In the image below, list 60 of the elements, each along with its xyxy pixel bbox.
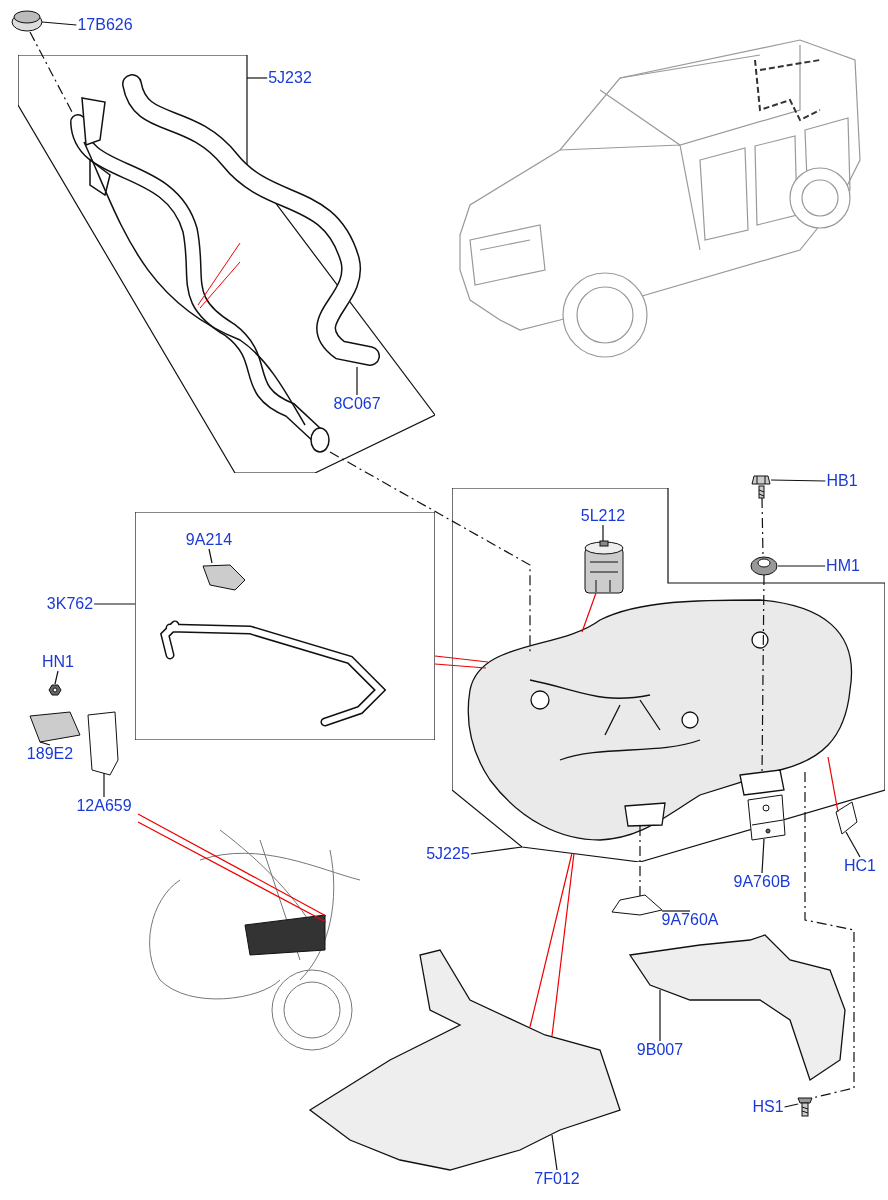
heat-shield-drawing xyxy=(628,933,848,1083)
callout-number: 9B007 xyxy=(635,1041,685,1059)
fuel-pump-drawing xyxy=(583,540,625,595)
leader-line xyxy=(41,21,77,26)
assembly-frame xyxy=(135,512,435,740)
callout-number: 5L212 xyxy=(579,507,627,525)
indicator-line xyxy=(827,756,839,813)
leader-line xyxy=(659,989,661,1042)
callout-number: 7F012 xyxy=(533,1170,581,1188)
indicator-line xyxy=(434,663,487,669)
leader-line xyxy=(551,1134,558,1171)
screw-drawing xyxy=(796,1096,814,1117)
underbody-shield-drawing xyxy=(308,948,624,1172)
leader-line xyxy=(777,565,826,567)
alignment-line xyxy=(804,771,855,1099)
bracket-drawing xyxy=(610,893,664,917)
leader-line xyxy=(845,831,861,858)
callout-number: 9A760B xyxy=(732,873,792,891)
callout-number: 5J225 xyxy=(425,845,471,863)
callout-number: 9A214 xyxy=(184,531,234,549)
leader-line xyxy=(103,772,105,798)
callout-number: 189E2 xyxy=(25,745,75,763)
indicator-line xyxy=(434,655,489,663)
leader-line xyxy=(93,603,136,605)
callout-number: 8C067 xyxy=(332,395,382,413)
clip-drawing xyxy=(834,800,859,836)
leader-line xyxy=(770,479,827,482)
indicator-line xyxy=(551,852,575,1037)
bolt-drawing xyxy=(750,472,772,500)
nut-drawing xyxy=(48,683,62,697)
valve-drawing xyxy=(201,561,247,592)
leader-line xyxy=(39,741,51,746)
alignment-line xyxy=(29,31,73,113)
callout-number: 3K762 xyxy=(45,595,95,613)
leader-line xyxy=(246,77,268,79)
callout-number: HM1 xyxy=(825,557,861,575)
callout-number: HC1 xyxy=(843,857,877,875)
callout-number: HS1 xyxy=(751,1098,785,1116)
leader-line xyxy=(356,366,358,396)
callout-number: HN1 xyxy=(41,653,75,671)
callout-number: 17B626 xyxy=(76,16,134,34)
leader-line xyxy=(661,910,691,912)
callout-number: 5J232 xyxy=(267,69,313,87)
leader-line xyxy=(208,548,213,564)
grommet-drawing xyxy=(749,555,779,577)
leader-line xyxy=(783,1103,799,1108)
indicator-line xyxy=(581,592,597,633)
leader-line xyxy=(602,524,604,542)
module-drawing xyxy=(28,710,82,744)
callout-number: 9A760A xyxy=(660,911,720,929)
indicator-line xyxy=(529,852,573,1028)
filler-cap-drawing xyxy=(11,10,43,32)
leader-line xyxy=(54,670,59,685)
assembly-frame xyxy=(18,55,435,473)
leader-line xyxy=(761,838,765,874)
bracket-drawing xyxy=(86,710,120,777)
callout-number: 12A659 xyxy=(75,797,133,815)
callout-number: HB1 xyxy=(825,472,859,490)
leader-line xyxy=(470,846,523,855)
alignment-line xyxy=(639,825,641,898)
